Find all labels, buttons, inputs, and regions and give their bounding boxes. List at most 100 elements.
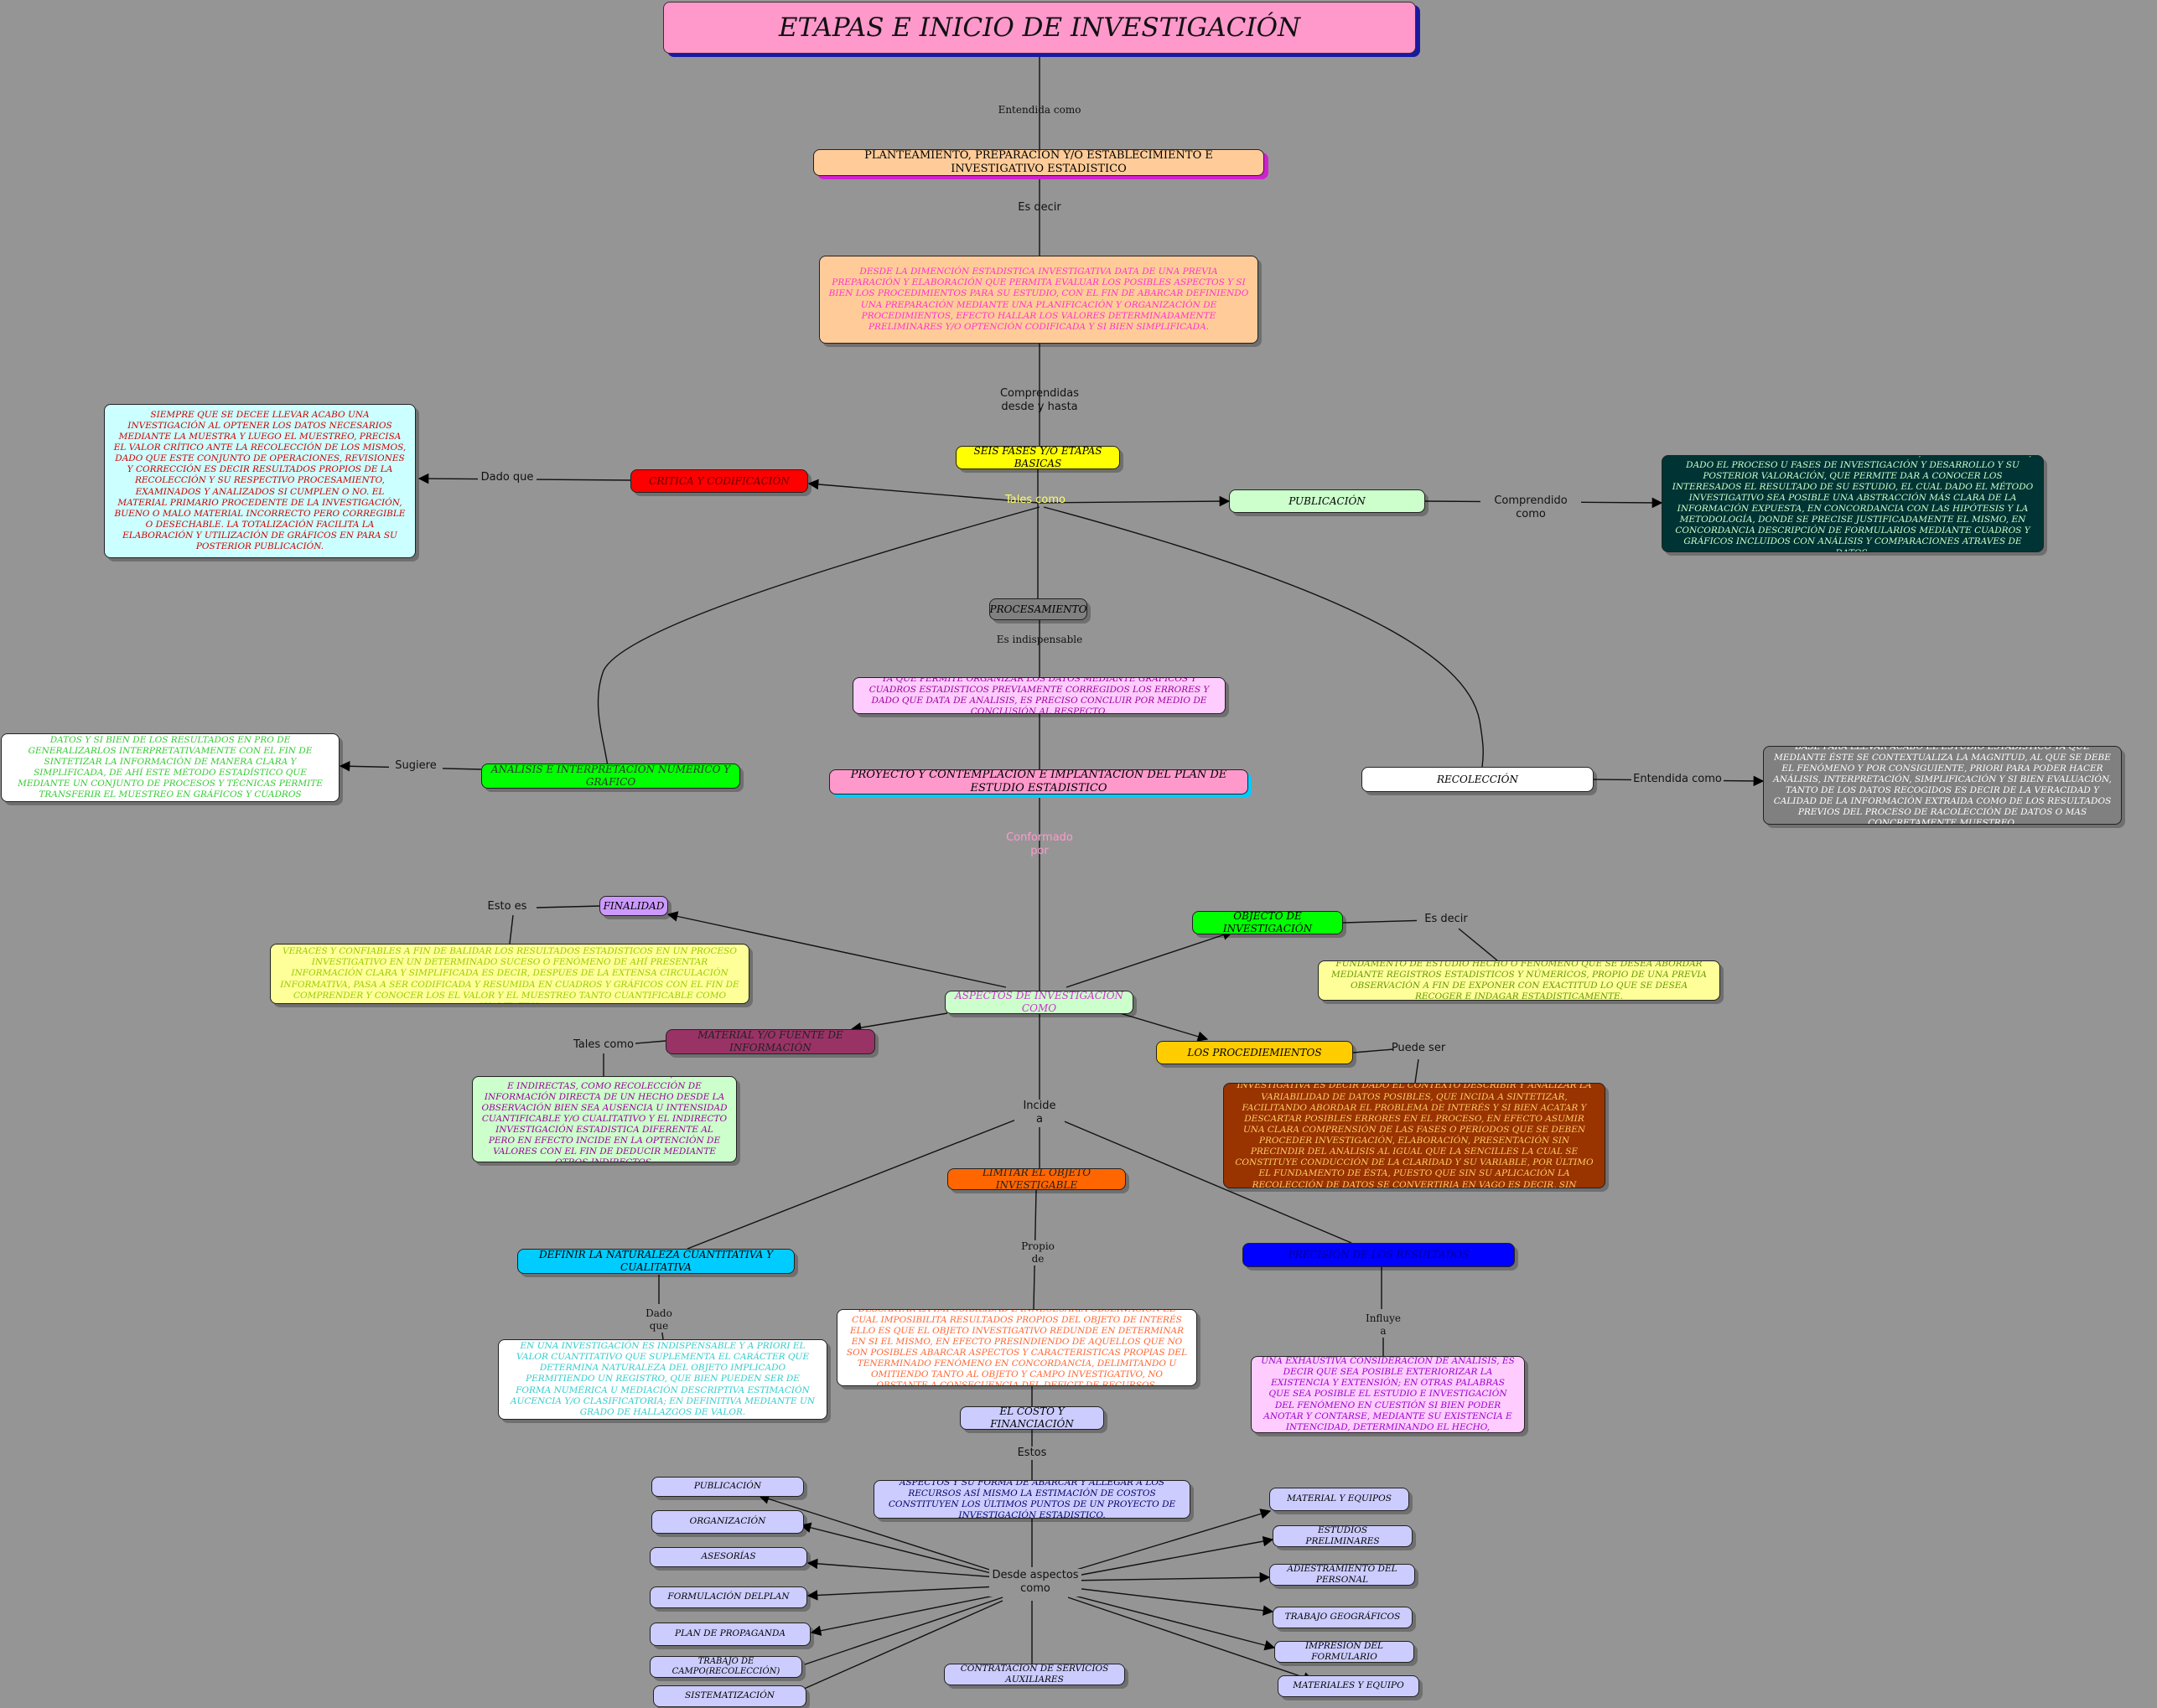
- node-precision-desc[interactable]: EN ESTABLECER SU PRECISIÓN EL CUAL PERMI…: [1251, 1356, 1525, 1433]
- link-puede-ser: Puede ser: [1391, 1042, 1446, 1054]
- link-entendida-como-2: Entendida como: [1631, 773, 1724, 787]
- resource-right-6[interactable]: MATERIALES Y EQUIPO: [1278, 1675, 1419, 1697]
- resource-left-5-label: PLAN DE PROPAGANDA: [675, 1628, 786, 1639]
- link-tales-como-2: Tales como: [573, 1038, 634, 1051]
- node-limitar-desc[interactable]: DESCARTAR LA IMPOSIBILIDAD E INNECESARIA…: [837, 1309, 1197, 1386]
- node-recoleccion[interactable]: RECOLECCIÓN: [1361, 767, 1594, 792]
- node-objecto-desc-text: FUNDAMENTO DE ESTUDIO HECHO O FENOMENO Q…: [1330, 960, 1708, 1001]
- node-definir[interactable]: DEFINIR LA NATURALEZA CUANTITATIVA Y CUA…: [517, 1249, 795, 1274]
- node-finalidad-desc[interactable]: CON EL OBJETIVO O DE DEPURACIÓN DE LOS D…: [270, 944, 749, 1004]
- node-aspectos[interactable]: ASPECTOS DE INVESTIGACIÓN COMO: [945, 991, 1133, 1014]
- resource-bottom[interactable]: CONTRATACIÓN DE SERVICIOS AUXILIARES: [944, 1664, 1125, 1685]
- resource-left-6-label: TRABAJO DE CAMPO(RECOLECCIÓN): [671, 1656, 780, 1676]
- node-limitar-label: LIMITAR EL OBJETO INVESTIGABLE: [982, 1168, 1091, 1190]
- node-definir-desc[interactable]: EN UNA INVESTIGACIÓN ES INDISPENSABLE Y …: [498, 1339, 827, 1420]
- node-critica-label: CRITICA Y CODIFICACIÓN: [649, 474, 790, 487]
- node-costo-label: EL COSTO Y FINANCIACIÓN: [990, 1406, 1074, 1430]
- link-dado-que-2: Dado que: [639, 1307, 679, 1333]
- resource-left-7[interactable]: SISTEMATIZACIÓN: [653, 1685, 806, 1707]
- node-planteamiento[interactable]: PLANTEAMIENTO, PREPARACIÓN Y/O ESTABLECI…: [813, 149, 1264, 176]
- resource-right-2-label: ESTUDIOS PRELIMINARES: [1305, 1525, 1380, 1546]
- node-procesamiento[interactable]: PROCESAMIENTO: [989, 598, 1087, 620]
- node-analisis-desc[interactable]: UN EXHAUSTIVO ESTUDIO Y ANÁLISIS DE LA R…: [1, 733, 340, 802]
- resource-left-5[interactable]: PLAN DE PROPAGANDA: [650, 1623, 811, 1646]
- resource-right-3-label: ADIESTRAMIENTO DEL PERSONAL: [1287, 1564, 1397, 1585]
- resource-left-1[interactable]: PUBLICACIÓN: [651, 1477, 804, 1497]
- link-entendida-como: Entendida como: [998, 104, 1081, 116]
- resource-bottom-label: CONTRATACIÓN DE SERVICIOS AUXILIARES: [960, 1664, 1109, 1685]
- node-costo-desc[interactable]: ASPECTOS Y SU FORMA DE ABARCAR Y ALLEGAR…: [874, 1480, 1190, 1519]
- resource-left-2[interactable]: ORGANIZACIÓN: [651, 1510, 804, 1534]
- node-objecto-label: OBJECTO DE INVESTIGACIÓN: [1222, 911, 1313, 934]
- node-costo-desc-text: ASPECTOS Y SU FORMA DE ABARCAR Y ALLEGAR…: [888, 1480, 1176, 1519]
- node-material-desc-text: FUENTES PRIMARIAS O SECUNDARIAS, DIRECTA…: [481, 1077, 728, 1162]
- link-incide-a: Incide a: [1014, 1100, 1065, 1127]
- resource-right-2[interactable]: ESTUDIOS PRELIMINARES: [1273, 1525, 1413, 1547]
- resource-left-3[interactable]: ASESORÍAS: [650, 1547, 807, 1567]
- resource-right-6-label: MATERIALES Y EQUIPO: [1293, 1680, 1404, 1691]
- node-publicacion-desc[interactable]: LA EXPOSICIÓN DEL MUESTREO MEDIANTE DATO…: [1662, 455, 2044, 552]
- link-sugiere: Sugiere: [389, 759, 443, 774]
- link-es-decir-2: Es decir: [1417, 913, 1475, 927]
- node-finalidad[interactable]: FINALIDAD: [599, 896, 668, 916]
- node-procesamiento-desc-text: YA QUE PERMITE ORGANIZAR LOS DATOS MEDIA…: [869, 677, 1210, 714]
- node-objecto[interactable]: OBJECTO DE INVESTIGACIÓN: [1192, 911, 1343, 934]
- resource-right-1[interactable]: MATERIAL Y EQUIPOS: [1269, 1488, 1409, 1511]
- node-critica-desc[interactable]: SIEMPRE QUE SE DECEE LLEVAR ACABO UNA IN…: [104, 404, 416, 558]
- node-definir-label: DEFINIR LA NATURALEZA CUANTITATIVA Y CUA…: [538, 1249, 774, 1273]
- node-material-label: MATERIAL Y/O FUENTE DE INFORMACIÓN: [697, 1029, 843, 1053]
- node-procesamiento-label: PROCESAMIENTO: [989, 603, 1087, 615]
- node-critica[interactable]: CRITICA Y CODIFICACIÓN: [630, 469, 808, 493]
- node-desde-dimension[interactable]: DESDE LA DIMENCIÓN ESTADISTICA INVESTIGA…: [819, 256, 1258, 344]
- node-costo[interactable]: EL COSTO Y FINANCIACIÓN: [960, 1406, 1104, 1430]
- node-analisis[interactable]: ANALISIS E INTERPRETACIÓN NUMERICO Y GRA…: [481, 763, 740, 789]
- link-es-decir: Es decir: [1018, 201, 1061, 214]
- node-precision[interactable]: PRECISIÓN DE LOS RESULTADOS: [1242, 1243, 1515, 1267]
- resource-left-6[interactable]: TRABAJO DE CAMPO(RECOLECCIÓN): [650, 1656, 802, 1678]
- node-publicacion[interactable]: PUBLICACIÓN: [1229, 489, 1425, 513]
- link-tales-como: Tales como: [1005, 494, 1066, 506]
- link-desde-aspectos: Desde aspectos como: [989, 1569, 1081, 1597]
- node-analisis-label: ANALISIS E INTERPRETACIÓN NUMERICO Y GRA…: [490, 763, 731, 788]
- link-influye-a: Influye a: [1360, 1312, 1407, 1338]
- resource-right-3[interactable]: ADIESTRAMIENTO DEL PERSONAL: [1269, 1564, 1415, 1586]
- node-procedimientos-desc-text: ESTABLECIMIENTO Y ORDENACIÓN DE UNA PREV…: [1235, 1083, 1594, 1188]
- node-limitar-desc-text: DESCARTAR LA IMPOSIBILIDAD E INNECESARIA…: [846, 1310, 1188, 1386]
- link-estos: Estos: [1007, 1447, 1057, 1461]
- resource-left-1-label: PUBLICACIÓN: [693, 1481, 762, 1492]
- node-procedimientos[interactable]: LOS PROCEDIEMIENTOS: [1156, 1041, 1353, 1064]
- node-proyecto-label: PROYECTO Y CONTEMPLACIÓN E IMPLANTACIÓN …: [850, 769, 1227, 794]
- node-seis-fases[interactable]: SEIS FASES Y/O ETAPAS BASICAS: [956, 446, 1120, 469]
- resource-left-4[interactable]: FORMULACIÓN DELPLAN: [650, 1586, 807, 1608]
- node-procedimientos-label: LOS PROCEDIEMIENTOS: [1187, 1046, 1322, 1058]
- node-precision-desc-text: EN ESTABLECER SU PRECISIÓN EL CUAL PERMI…: [1261, 1356, 1515, 1432]
- link-comprendido-como: Comprendido como: [1480, 494, 1581, 522]
- node-recoleccion-desc-text: BASE PARA LLEVAR ACABO EL ESTUDIO ESTADI…: [1773, 746, 2112, 825]
- node-objecto-desc[interactable]: FUNDAMENTO DE ESTUDIO HECHO O FENOMENO Q…: [1318, 960, 1720, 1001]
- node-procedimientos-desc[interactable]: ESTABLECIMIENTO Y ORDENACIÓN DE UNA PREV…: [1223, 1083, 1605, 1188]
- resource-right-5[interactable]: IMPRESIÓN DEL FORMULARIO: [1274, 1641, 1414, 1663]
- node-publicacion-desc-text: LA EXPOSICIÓN DEL MUESTREO MEDIANTE DATO…: [1672, 456, 2034, 551]
- node-material-desc[interactable]: FUENTES PRIMARIAS O SECUNDARIAS, DIRECTA…: [472, 1076, 737, 1162]
- node-desde-dimension-text: DESDE LA DIMENCIÓN ESTADISTICA INVESTIGA…: [828, 267, 1249, 332]
- node-material[interactable]: MATERIAL Y/O FUENTE DE INFORMACIÓN: [666, 1029, 875, 1054]
- node-procesamiento-desc[interactable]: YA QUE PERMITE ORGANIZAR LOS DATOS MEDIA…: [853, 677, 1226, 714]
- node-publicacion-label: PUBLICACIÓN: [1288, 494, 1366, 507]
- node-critica-desc-text: SIEMPRE QUE SE DECEE LLEVAR ACABO UNA IN…: [113, 409, 407, 552]
- link-esto-es: Esto es: [487, 900, 527, 913]
- node-analisis-desc-text: UN EXHAUSTIVO ESTUDIO Y ANÁLISIS DE LA R…: [18, 734, 323, 801]
- resource-right-5-label: IMPRESIÓN DEL FORMULARIO: [1304, 1641, 1384, 1662]
- node-proyecto[interactable]: PROYECTO Y CONTEMPLACIÓN E IMPLANTACIÓN …: [829, 769, 1248, 794]
- node-limitar[interactable]: LIMITAR EL OBJETO INVESTIGABLE: [947, 1168, 1126, 1190]
- link-comprendidas: Comprendidas desde y hasta: [999, 387, 1080, 414]
- resource-left-2-label: ORGANIZACIÓN: [689, 1516, 766, 1527]
- resource-right-4[interactable]: TRABAJO GEOGRÁFICOS: [1273, 1607, 1413, 1628]
- node-recoleccion-desc[interactable]: BASE PARA LLEVAR ACABO EL ESTUDIO ESTADI…: [1763, 746, 2122, 825]
- node-finalidad-desc-text: CON EL OBJETIVO O DE DEPURACIÓN DE LOS D…: [280, 945, 739, 1003]
- resource-left-3-label: ASESORÍAS: [701, 1551, 756, 1562]
- resource-right-4-label: TRABAJO GEOGRÁFICOS: [1284, 1612, 1401, 1623]
- link-dado-que: Dado que: [478, 471, 537, 485]
- map-title: ETAPAS E INICIO DE INVESTIGACIÓN: [663, 2, 1416, 54]
- node-precision-label: PRECISIÓN DE LOS RESULTADOS: [1288, 1249, 1470, 1260]
- link-conformado-por: Conformado por: [1006, 831, 1073, 858]
